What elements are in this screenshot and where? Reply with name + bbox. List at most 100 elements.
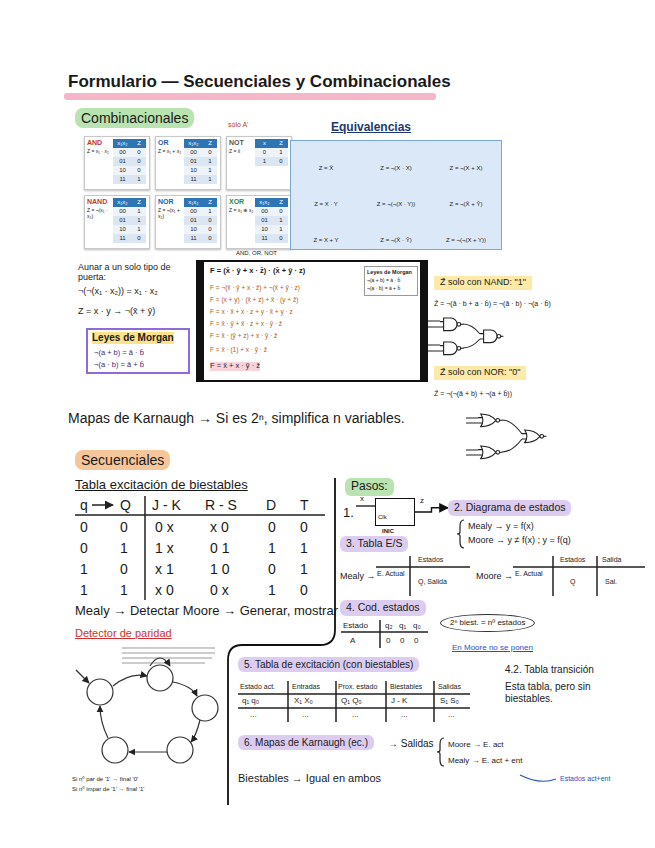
table-cell: 1 xyxy=(80,561,88,577)
box-text: F = (x + y) · (x̄ + z) + x̄ · (y + z̄) xyxy=(210,296,298,303)
formula-screen: F = (x̄ · ȳ + x · z̄) · (x̄ + ȳ · z)F = … xyxy=(196,260,428,382)
header-text: Pasos: xyxy=(351,479,388,495)
box-text: 00 xyxy=(184,207,203,216)
gate-stroke xyxy=(525,430,540,443)
box-text: 0 xyxy=(274,234,288,243)
note-highlight: Z̄ solo con NOR: "0" xyxy=(434,366,526,380)
gate-bubble xyxy=(457,347,461,351)
note-text: Mealy → Detectar Moore → Generar, mostra… xyxy=(75,604,338,619)
table-header: J - K xyxy=(152,497,181,513)
box-text: x₁x₂ xyxy=(113,139,132,148)
note-text: S₁ S₀ xyxy=(440,696,459,705)
note-text: ¬(¬(x₁ · x₂)) = x₁ · x₂ xyxy=(78,286,158,296)
box-text: 0 xyxy=(203,225,217,234)
gate-wires xyxy=(428,321,522,455)
header-text: Secuenciales xyxy=(81,451,164,469)
note-text: sólo A' xyxy=(228,121,248,129)
gate-stroke xyxy=(484,330,498,343)
note-text: Prox. estado xyxy=(338,683,377,691)
divider-line xyxy=(228,478,335,805)
box-text: Z = ¬(X · X) xyxy=(364,165,428,172)
box-text: Z xyxy=(132,198,146,207)
gate-card: NORZ = ¬(x₁ + x₂)x₁x₂Z001010100110 xyxy=(155,195,221,249)
box-text: Z = ¬(X̄ · Ȳ) xyxy=(364,237,428,244)
box-text: ¬(a + b) = ā · b̄ xyxy=(367,278,400,284)
table-cell: 0 xyxy=(120,561,128,577)
note-text: Estados xyxy=(560,556,585,564)
box-text: 0 xyxy=(203,234,217,243)
note-text: Moore → y ≠ f(x) ; y = f(q) xyxy=(468,535,571,545)
note-text: ... xyxy=(302,710,309,719)
box-text: Z = X̄ xyxy=(294,165,358,172)
connector xyxy=(415,508,448,512)
table-cell: 1 xyxy=(300,561,308,577)
box-text: 1 xyxy=(274,225,288,234)
parity-state-diagram xyxy=(76,658,218,763)
title-underline xyxy=(64,93,436,100)
note-text: Q xyxy=(570,578,575,586)
note-text: E. Actual xyxy=(515,570,543,578)
morgan-mini-box: Leyes de Morgan ¬(a + b) = ā · b̄ ¬(a · b)… xyxy=(364,266,418,296)
table-cell: x 0 xyxy=(155,582,174,598)
box-text: 01 xyxy=(184,157,203,166)
box-text: 0 xyxy=(132,157,146,166)
note-text: 0 xyxy=(386,636,390,645)
box-text: 01 xyxy=(113,216,132,225)
box-text: 10 xyxy=(113,166,132,175)
note-text: 0 xyxy=(400,636,404,645)
table-header: T xyxy=(300,497,309,513)
note-text: ... xyxy=(448,710,455,719)
note-text: Salidas xyxy=(438,683,461,691)
box-heading: NOT xyxy=(229,139,254,147)
gate-stroke xyxy=(444,318,458,331)
box-text: x₁x₂ xyxy=(184,198,203,207)
note-text: q₀ xyxy=(413,621,421,630)
box-heading: Leyes de Morgan xyxy=(92,332,174,344)
note-text: Detector de paridad xyxy=(75,627,172,640)
box-text: Z = ¬(X + X) xyxy=(434,165,498,172)
note-text: Mealy → y = f(x) xyxy=(468,521,534,531)
gate-stroke xyxy=(444,342,458,355)
gate-stroke xyxy=(461,348,464,349)
note-text: Mealy → xyxy=(340,571,376,581)
box-text: 1 xyxy=(274,148,288,157)
box-text: x₁x₂ xyxy=(113,198,132,207)
box-text: 1 xyxy=(132,216,146,225)
note-text: Z = x · y → ¬(x̄ + ȳ) xyxy=(78,306,155,316)
table-header: q xyxy=(80,497,88,513)
box-text: 11 xyxy=(184,234,203,243)
box-text: 11 xyxy=(113,234,132,243)
box-heading: XOR xyxy=(229,198,254,206)
note-text: Si nº par de '1' → final '0' xyxy=(72,776,138,783)
gate-card: ANDZ = x₁ · x₂x₁x₂Z000010100111 xyxy=(84,136,150,190)
box-text: ¬(a · b) = ā + b̄ xyxy=(367,286,400,292)
input-wire xyxy=(356,505,375,506)
table-cell: 0 xyxy=(268,561,276,577)
gate-symbol xyxy=(480,330,503,343)
gate-stroke xyxy=(481,414,496,427)
box-text: 0 xyxy=(274,207,288,216)
note-text: E. Actual xyxy=(377,570,405,578)
table-cell: 0 x xyxy=(155,519,174,535)
note-text: Salida xyxy=(602,556,621,564)
box-text: 11 xyxy=(255,234,274,243)
note-text: Entradas xyxy=(292,683,320,691)
note-text: Estado xyxy=(343,621,368,630)
table-cell: 0 xyxy=(300,519,308,535)
box-text: Z xyxy=(274,139,288,148)
box-text: Z xyxy=(274,198,288,207)
box-text: ¬(a · b) = ā + b̄ xyxy=(94,361,144,370)
box-heading: Leyes de Morgan xyxy=(367,269,412,275)
box-text: 1 xyxy=(203,157,217,166)
table-cell: 1 xyxy=(120,582,128,598)
box-text: Z = ¬(x₁ + x₂) xyxy=(158,208,183,220)
note-text: Moore → E. act xyxy=(448,740,504,749)
note-text: 4.2. Tabla transición xyxy=(505,664,594,676)
note-text: Z̄ = ¬(ā · b + a · b̄) = ¬(ā · b) · ¬(a … xyxy=(434,300,551,308)
note-text: Q₁ Q₀ xyxy=(341,696,362,705)
box-text: Z = x₁ + x₂ xyxy=(158,149,183,155)
box-text: 1 xyxy=(203,166,217,175)
equivalences-panel: EquivalenciasZ = X̄Z = ¬(X · X)Z = ¬(X +… xyxy=(290,140,502,250)
step-header: 5. Tabla de excitación (con biestables) xyxy=(238,657,419,672)
